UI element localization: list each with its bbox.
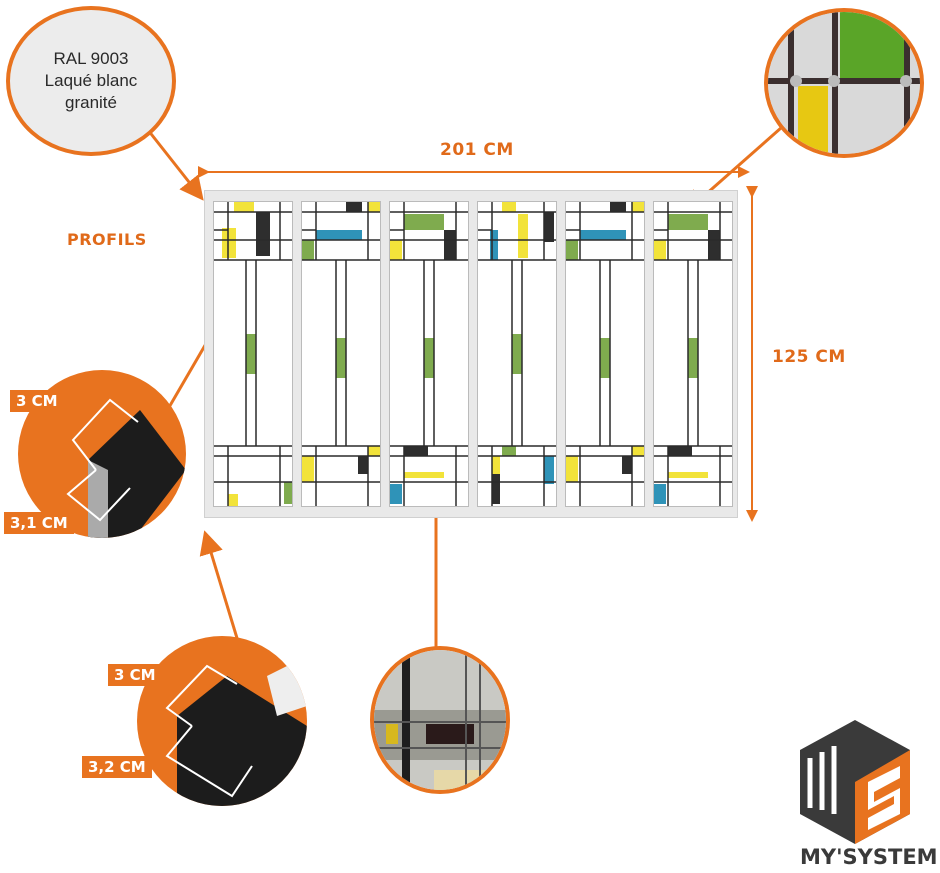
- glass-tile: [600, 338, 610, 378]
- glass-tile: [390, 484, 402, 504]
- profile-bottom-depth-label: 3 CM: [108, 664, 162, 686]
- glass-tile: [302, 456, 314, 482]
- glass-tile: [358, 456, 368, 474]
- material-finish: Laqué blanc: [44, 71, 138, 90]
- panel-pattern: [390, 202, 468, 506]
- glass-tile: [390, 240, 402, 260]
- glass-tile: [688, 338, 698, 378]
- glass-tile: [444, 230, 456, 260]
- window-frame: [204, 190, 738, 520]
- glass-tile: [368, 202, 380, 212]
- glass-tile: [256, 212, 270, 256]
- glass-tile: [404, 472, 444, 478]
- glass-tile: [580, 230, 626, 240]
- profile-top-depth-label: 3 CM: [10, 390, 64, 412]
- glass-panel: [653, 201, 733, 507]
- glass-tile: [336, 338, 346, 378]
- glass-tile: [234, 202, 254, 212]
- glass-tile: [622, 456, 632, 474]
- glass-tile: [610, 202, 626, 212]
- glass-tile: [544, 456, 554, 484]
- glass-tile: [566, 456, 578, 482]
- glass-tile: [518, 214, 528, 258]
- glass-tile: [404, 214, 444, 230]
- glass-tile: [566, 240, 578, 260]
- profile-top-detail: [18, 370, 186, 538]
- glass-tile: [246, 334, 256, 374]
- glass-tile: [544, 212, 554, 242]
- glass-tile: [404, 446, 428, 456]
- glass-tile: [490, 230, 498, 260]
- glass-panel: [213, 201, 296, 520]
- glass-tile: [284, 482, 296, 504]
- glass-tile: [228, 494, 238, 520]
- glass-tile: [492, 474, 500, 504]
- width-label: 201 CM: [440, 140, 514, 160]
- glass-panel: [477, 201, 557, 507]
- panel-pattern: [478, 202, 556, 506]
- material-code: RAL 9003: [53, 49, 129, 68]
- glass-panel-detail-photo: [370, 646, 510, 794]
- material-callout: RAL 9003 Laqué blanc granité: [6, 6, 176, 156]
- glass-tile: [368, 446, 380, 456]
- my-system-cube-logo: [800, 720, 910, 844]
- profile-bottom-detail: [137, 636, 307, 806]
- panel-pattern: [654, 202, 732, 506]
- profile-top-width-label: 3,1 CM: [4, 512, 74, 534]
- stained-glass-detail-photo: [764, 8, 924, 158]
- glass-panel: [389, 201, 469, 507]
- glass-tile: [668, 472, 708, 478]
- glass-tile: [424, 338, 434, 378]
- glass-tile: [512, 334, 522, 374]
- profiles-label: PROFILS: [67, 230, 147, 249]
- glass-tile: [222, 228, 236, 258]
- glass-tile: [502, 446, 516, 456]
- glass-tile: [708, 230, 720, 260]
- panel-pattern: [302, 202, 380, 506]
- profile-bottom-width-label: 3,2 CM: [82, 756, 152, 778]
- glass-tile: [668, 214, 708, 230]
- glass-tile: [632, 446, 644, 456]
- brand-name: MY'SYSTEM: [800, 845, 938, 869]
- panel-pattern: [214, 202, 296, 520]
- glass-panel: [301, 201, 381, 507]
- glass-tile: [654, 240, 666, 260]
- glass-tile: [632, 202, 644, 212]
- glass-tile: [668, 446, 692, 456]
- glass-tile: [492, 456, 500, 474]
- glass-tile: [654, 484, 666, 504]
- glass-panel: [565, 201, 645, 507]
- glass-tile: [346, 202, 362, 212]
- panel-pattern: [566, 202, 644, 506]
- material-texture: granité: [65, 93, 117, 112]
- glass-tile: [302, 240, 314, 260]
- glass-tile: [316, 230, 362, 240]
- height-label: 125 CM: [772, 347, 846, 367]
- glass-tile: [502, 202, 516, 212]
